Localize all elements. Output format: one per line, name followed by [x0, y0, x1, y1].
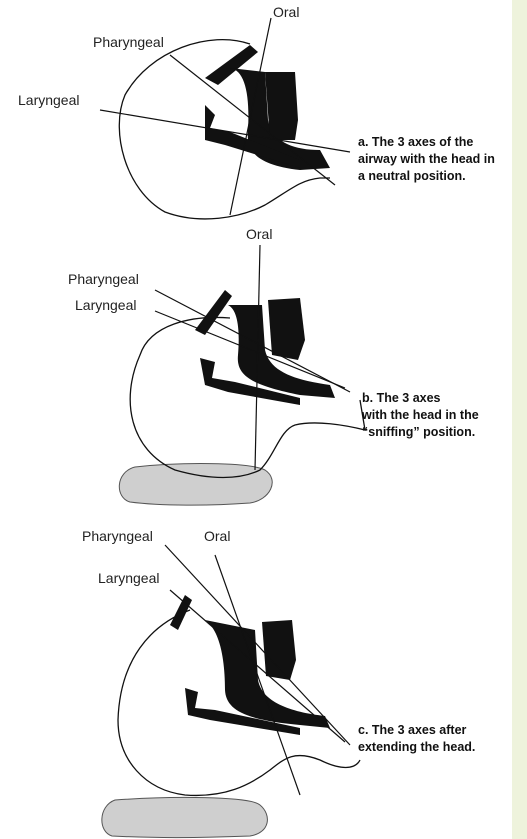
panel-b-illustration [119, 245, 365, 505]
oral-label-b: Oral [246, 226, 272, 242]
oral-label-a: Oral [273, 4, 299, 20]
caption-b-line-3: “sniffing” position. [362, 424, 479, 441]
caption-a-line-3: a neutral position. [358, 168, 495, 185]
caption-b: b. The 3 axes with the head in the “snif… [362, 390, 479, 441]
caption-b-line-2: with the head in the [362, 407, 479, 424]
caption-a-line-1: a. The 3 axes of the [358, 134, 495, 151]
pharyngeal-label-b: Pharyngeal [68, 271, 139, 287]
tongue-b [268, 298, 305, 360]
laryngeal-axis-a [100, 110, 350, 152]
caption-b-line-1: b. The 3 axes [362, 390, 479, 407]
caption-c-line-1: c. The 3 axes after [358, 722, 475, 739]
caption-c-line-2: extending the head. [358, 739, 475, 756]
tongue-c [262, 620, 296, 680]
nose-b [195, 290, 232, 335]
sidebar-strip [512, 0, 527, 839]
laryngeal-label-a: Laryngeal [18, 92, 80, 108]
pharyngeal-label-c: Pharyngeal [82, 528, 153, 544]
caption-a-line-2: airway with the head in [358, 151, 495, 168]
laryngeal-label-c: Laryngeal [98, 570, 160, 586]
laryngeal-label-b: Laryngeal [75, 297, 137, 313]
caption-a: a. The 3 axes of the airway with the hea… [358, 134, 495, 185]
oral-label-c: Oral [204, 528, 230, 544]
pharyngeal-label-a: Pharyngeal [93, 34, 164, 50]
caption-c: c. The 3 axes after extending the head. [358, 722, 475, 756]
tongue-a [265, 72, 298, 140]
panel-c-illustration [102, 545, 360, 838]
pillow-c [102, 797, 268, 837]
pillow-b [119, 464, 272, 506]
